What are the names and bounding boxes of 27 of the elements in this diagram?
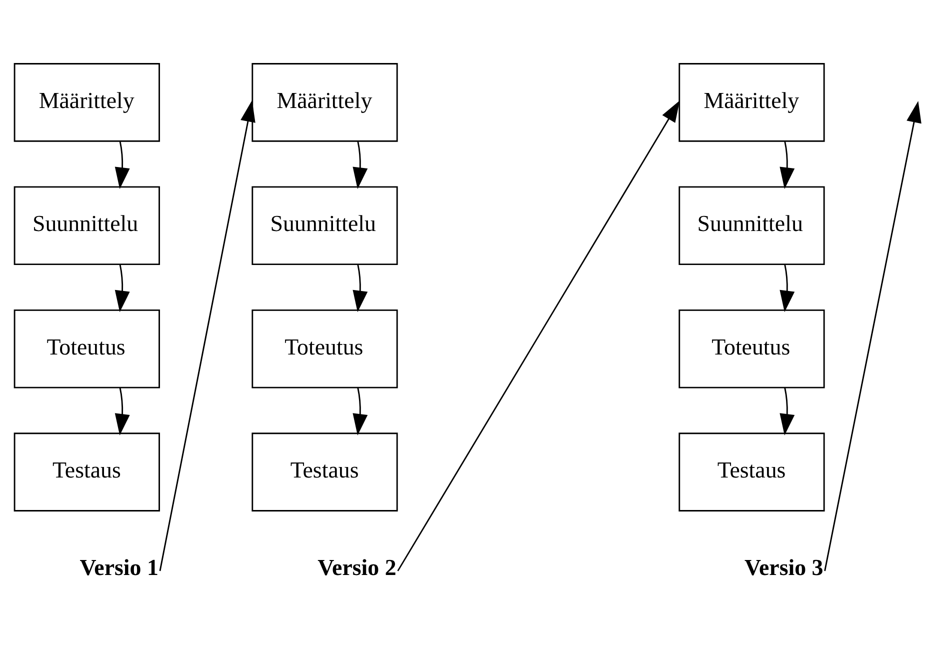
arrow bbox=[352, 388, 368, 436]
node-text: Versio 1 bbox=[80, 554, 158, 580]
arrow bbox=[824, 101, 922, 572]
node-text: Versio 2 bbox=[318, 554, 396, 580]
node-box: Suunnittelu bbox=[252, 186, 398, 266]
arrow bbox=[114, 388, 130, 436]
node-box: Määrittely bbox=[678, 63, 825, 142]
node-box: Toteutus bbox=[14, 309, 160, 388]
node-box: Toteutus bbox=[678, 309, 825, 388]
arrow bbox=[352, 141, 368, 189]
node-text: Versio 3 bbox=[744, 554, 824, 580]
arrow bbox=[352, 264, 368, 312]
arrow bbox=[780, 264, 795, 312]
arrow bbox=[780, 388, 795, 436]
node-box: Testaus bbox=[252, 432, 398, 512]
node-box: Määrittely bbox=[14, 63, 160, 142]
node-box: Suunnittelu bbox=[678, 186, 825, 266]
arrow bbox=[159, 100, 256, 572]
arrow bbox=[780, 141, 795, 189]
arrow bbox=[114, 264, 130, 312]
node-box: Toteutus bbox=[252, 309, 398, 388]
node-box: Suunnittelu bbox=[14, 186, 160, 266]
node-box: Määrittely bbox=[252, 63, 398, 142]
node-box: Testaus bbox=[14, 432, 160, 512]
arrow bbox=[114, 141, 130, 189]
arrow bbox=[397, 100, 680, 572]
node-box: Testaus bbox=[678, 432, 825, 512]
